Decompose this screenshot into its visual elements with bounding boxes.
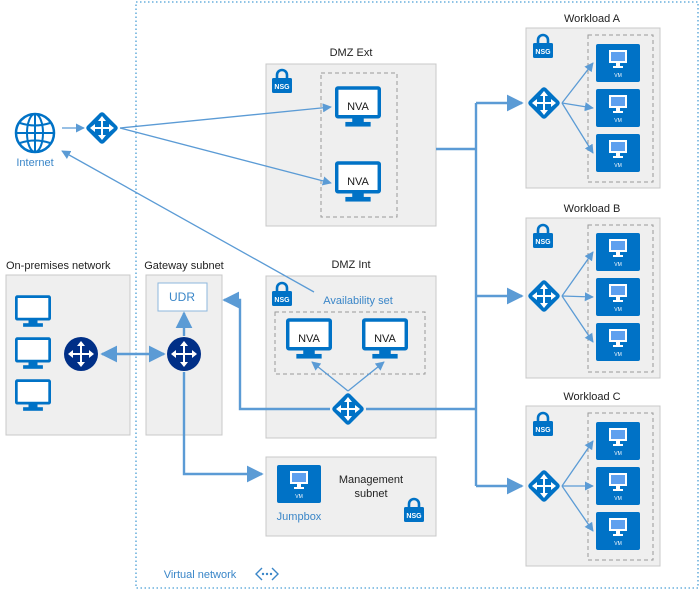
workload-a-title: Workload A (564, 13, 621, 25)
edge-introuter-nva-1 (311, 361, 349, 392)
workload-c-vm2-label: VM (614, 496, 622, 502)
edge-wa-vm2 (561, 102, 594, 112)
edge-wc-vm3 (561, 485, 594, 532)
workload-b-nsg-label: NSG (535, 239, 551, 246)
dmz-int-title: DMZ Int (331, 259, 370, 271)
vnet-icon (255, 567, 279, 581)
edge-wb-vm1 (561, 251, 594, 297)
management-nsg-label: NSG (406, 513, 422, 520)
workload-a-vm1-label: VM (614, 73, 622, 79)
dmz-ext-title: DMZ Ext (330, 47, 373, 59)
internet-label: Internet (16, 157, 53, 169)
dmz-ext-nsg-label: NSG (274, 84, 290, 91)
edge-wb-vm3 (561, 295, 594, 343)
edge-introuter-udr (222, 291, 330, 411)
workload-b-vm1-label: VM (614, 262, 622, 268)
gateway-router-icon (167, 337, 201, 371)
edge-dmzint-internet (61, 150, 315, 293)
management-title-line1: Management (339, 474, 403, 486)
virtual-network-label: Virtual network (164, 569, 237, 581)
nva-int-2-label: NVA (374, 333, 396, 345)
nva-ext-2-label: NVA (347, 176, 369, 188)
workload-a-nsg-label: NSG (535, 49, 551, 56)
internet-router-icon (85, 111, 119, 145)
workload-c-vm1-label: VM (614, 451, 622, 457)
edge-introuter-nva-2 (347, 361, 385, 392)
edge-gateway-management (182, 372, 264, 483)
onprem-router-icon (64, 337, 98, 371)
edge-wb-vm2 (561, 292, 594, 302)
jumpbox-label: Jumpbox (277, 511, 322, 523)
workload-a-vm2-label: VM (614, 118, 622, 124)
dmz-ext-nva-group (320, 72, 398, 218)
edge-wc-vm1 (561, 440, 594, 487)
virtual-network-border (135, 1, 699, 589)
availability-set-group (274, 311, 426, 375)
vnet-dots (261, 572, 273, 576)
edge-router-nva-ext-1 (119, 103, 332, 129)
management-title-line2: subnet (354, 488, 387, 500)
workload-b-vm2-label: VM (614, 307, 622, 313)
workload-a-vm3-label: VM (614, 163, 622, 169)
edge-wa-vm3 (561, 102, 594, 154)
udr-box (157, 282, 208, 312)
gateway-subnet-title: Gateway subnet (144, 260, 224, 272)
edge-router-nva-ext-2 (119, 127, 332, 186)
workload-b-vm3-label: VM (614, 352, 622, 358)
nva-ext-1-label: NVA (347, 101, 369, 113)
udr-label: UDR (169, 290, 195, 304)
availability-set-label: Availability set (323, 295, 393, 307)
edge-wa-vm1 (561, 62, 594, 104)
globe-icon (14, 112, 56, 154)
dmz-int-nsg-label: NSG (274, 297, 290, 304)
workload-c-vm3-label: VM (614, 541, 622, 547)
workload-c-nsg-label: NSG (535, 427, 551, 434)
workload-b-title: Workload B (564, 203, 621, 215)
nva-int-1-label: NVA (298, 333, 320, 345)
jumpbox-vm-label: VM (295, 494, 303, 500)
on-premises-title: On-premises network (6, 260, 111, 272)
workload-c-title: Workload C (563, 391, 620, 403)
